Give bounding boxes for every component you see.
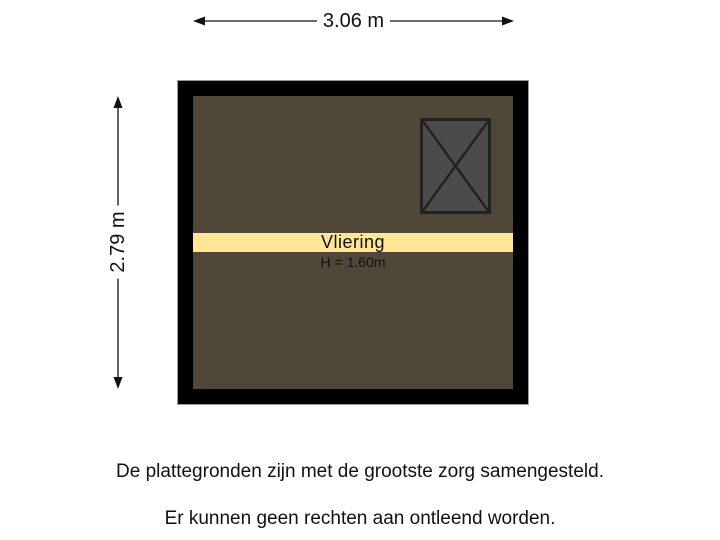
room-height: H = 1.60m	[320, 254, 386, 270]
outer-wall: Vliering H = 1.60m	[178, 81, 528, 404]
roof-hatch-icon	[420, 118, 491, 214]
height-label: 2.79 m	[107, 205, 129, 279]
width-label: 3.06 m	[316, 10, 391, 32]
height-dimension: 2.79 m	[107, 96, 129, 389]
disclaimer-line-1: De plattegronden zijn met de grootste zo…	[116, 461, 604, 482]
room-label-band	[193, 233, 513, 252]
disclaimer-line-2: Er kunnen geen rechten aan ontleend word…	[164, 508, 556, 529]
room-name: Vliering	[320, 232, 386, 252]
width-dimension: 3.06 m	[193, 10, 514, 32]
room-floor: Vliering H = 1.60m	[193, 96, 513, 389]
